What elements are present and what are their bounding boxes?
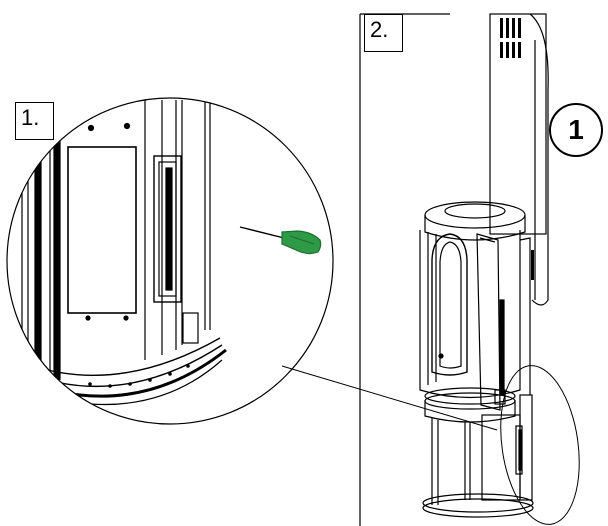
detail-magnifier-circle: [6, 97, 334, 425]
detail-circle-marker: [500, 365, 580, 525]
stove-illustration: [419, 13, 549, 518]
step-2-label: 2.: [364, 14, 403, 52]
callout-number-1: 1: [549, 103, 603, 157]
step-1-label: 1.: [15, 102, 54, 140]
detail-leader-line: [281, 365, 498, 431]
screwdriver-icon: [239, 226, 322, 255]
